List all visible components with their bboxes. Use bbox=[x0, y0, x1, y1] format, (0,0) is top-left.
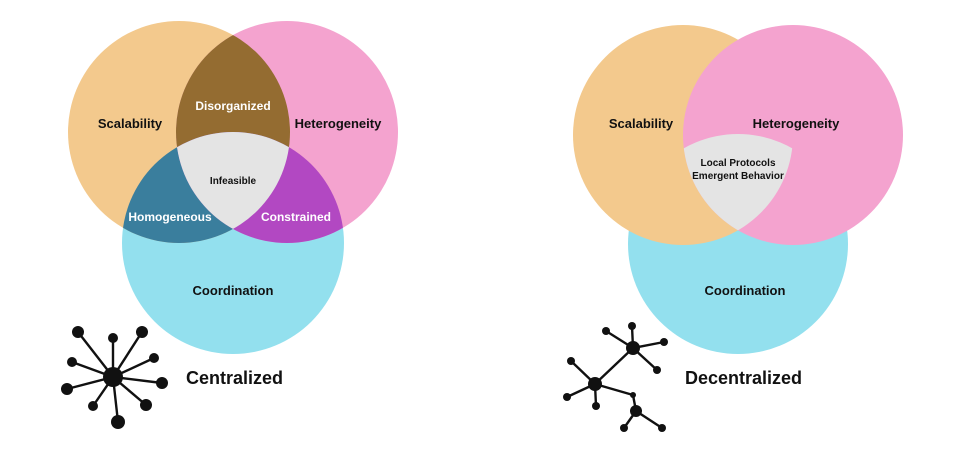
right-coordination-label: Coordination bbox=[705, 283, 786, 298]
right-heterogeneity-label: Heterogeneity bbox=[753, 116, 840, 131]
left-infeasible-label: Infeasible bbox=[210, 176, 257, 187]
left-disorganized-label: Disorganized bbox=[195, 99, 270, 113]
left-venn-diagram: Scalability Heterogeneity Coordination D… bbox=[68, 21, 398, 354]
left-coordination-label: Coordination bbox=[193, 283, 274, 298]
centralized-caption: Centralized bbox=[186, 368, 283, 388]
left-heterogeneity-label: Heterogeneity bbox=[295, 116, 382, 131]
right-venn-diagram: Scalability Heterogeneity Coordination L… bbox=[573, 25, 903, 354]
star-network-icon bbox=[61, 326, 168, 429]
left-constrained-label: Constrained bbox=[261, 210, 331, 224]
right-scalability-label: Scalability bbox=[609, 116, 674, 131]
left-scalability-label: Scalability bbox=[98, 116, 163, 131]
right-emergent-behavior-label: Emergent Behavior bbox=[692, 171, 784, 182]
left-homogeneous-label: Homogeneous bbox=[128, 210, 212, 224]
tree-network-icon bbox=[563, 322, 668, 432]
right-local-protocols-label: Local Protocols bbox=[700, 158, 775, 169]
decentralized-caption: Decentralized bbox=[685, 368, 802, 388]
